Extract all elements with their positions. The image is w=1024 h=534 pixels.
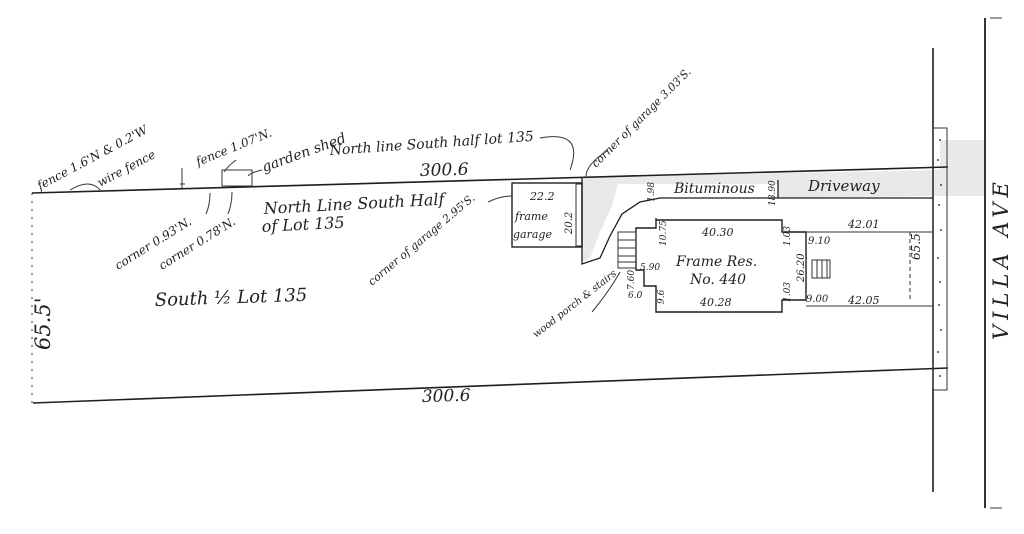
residence-dim-12: 18.90 <box>768 180 778 206</box>
garage-door-wall <box>575 183 583 247</box>
driveway-apron <box>940 140 985 196</box>
parcel-label: South ½ Lot 135 <box>154 285 307 311</box>
residence-dim-9: 9.00 <box>806 294 829 305</box>
driveway-paving <box>582 170 940 262</box>
north-line-label-lower-2: of Lot 135 <box>261 213 345 236</box>
leader-north-line <box>539 136 575 171</box>
leader-garage-north <box>585 149 609 179</box>
leader-shed <box>247 169 263 177</box>
garage-label-2: garage <box>513 228 552 241</box>
south-lot-line <box>32 367 949 404</box>
residence-south-length: 40.28 <box>699 296 732 309</box>
residence-dim-1: 10.75 <box>659 220 669 246</box>
sidewalk <box>932 127 948 391</box>
front-steps <box>811 259 831 279</box>
sidewalk-texture <box>937 139 942 377</box>
wood-porch-stairs <box>617 231 637 269</box>
setback-north: 42.01 <box>847 218 880 231</box>
leader-fence-mid <box>223 159 237 173</box>
residence-dim-2: 5.90 <box>640 263 660 273</box>
setback-south: 42.05 <box>847 294 880 307</box>
east-width: 65.5 <box>909 233 923 260</box>
corner-note-2: corner 0.78'N. <box>156 214 238 272</box>
garage-label-1: frame <box>514 210 548 223</box>
garden-shed <box>221 169 253 187</box>
driveway-label-2: Driveway <box>807 177 880 195</box>
south-length: 300.6 <box>422 386 471 407</box>
north-lot-line <box>31 166 949 194</box>
porch-note: wood porch & stairs <box>531 268 619 340</box>
north-length: 300.6 <box>420 160 469 181</box>
leader-fence-west <box>69 183 101 191</box>
residence-dim-7: 1.03 <box>783 282 793 302</box>
residence-label-2: No. 440 <box>689 272 746 288</box>
driveway-edge <box>581 177 778 265</box>
residence-dim-5: 6.0 <box>628 291 643 301</box>
garage-depth: 20.2 <box>564 212 575 235</box>
residence-dim-4: 9.6 <box>657 289 667 304</box>
leader-corner-1 <box>205 192 211 215</box>
residence-dim-6: 1.03 <box>783 226 793 246</box>
residence-dim-11: 1.98 <box>647 182 657 202</box>
leader-porch <box>591 271 621 313</box>
north-line-label-lower-1: North Line South Half <box>262 189 448 218</box>
lot-width: 65.5' <box>31 297 55 350</box>
north-line-label-upper: North line South half lot 135 <box>328 129 534 159</box>
residence-dim-8: 9.10 <box>808 236 831 247</box>
residence-label-1: Frame Res. <box>675 254 757 270</box>
corner-garage-north-note: corner of garage 3.03'S. <box>589 65 694 170</box>
garage-width: 22.2 <box>529 190 555 203</box>
corner-note-1: corner 0.93'N. <box>112 214 194 272</box>
residence-dim-10: 26.20 <box>796 253 807 283</box>
leader-garage-west <box>487 195 513 203</box>
residence-dim-3: 7.60 <box>627 270 637 290</box>
driveway-label-1: Bituminous <box>673 181 755 197</box>
street-name: VILLA AVE <box>989 177 1013 340</box>
residence-north-length: 40.30 <box>701 226 734 239</box>
leader-corner-2 <box>227 191 233 215</box>
